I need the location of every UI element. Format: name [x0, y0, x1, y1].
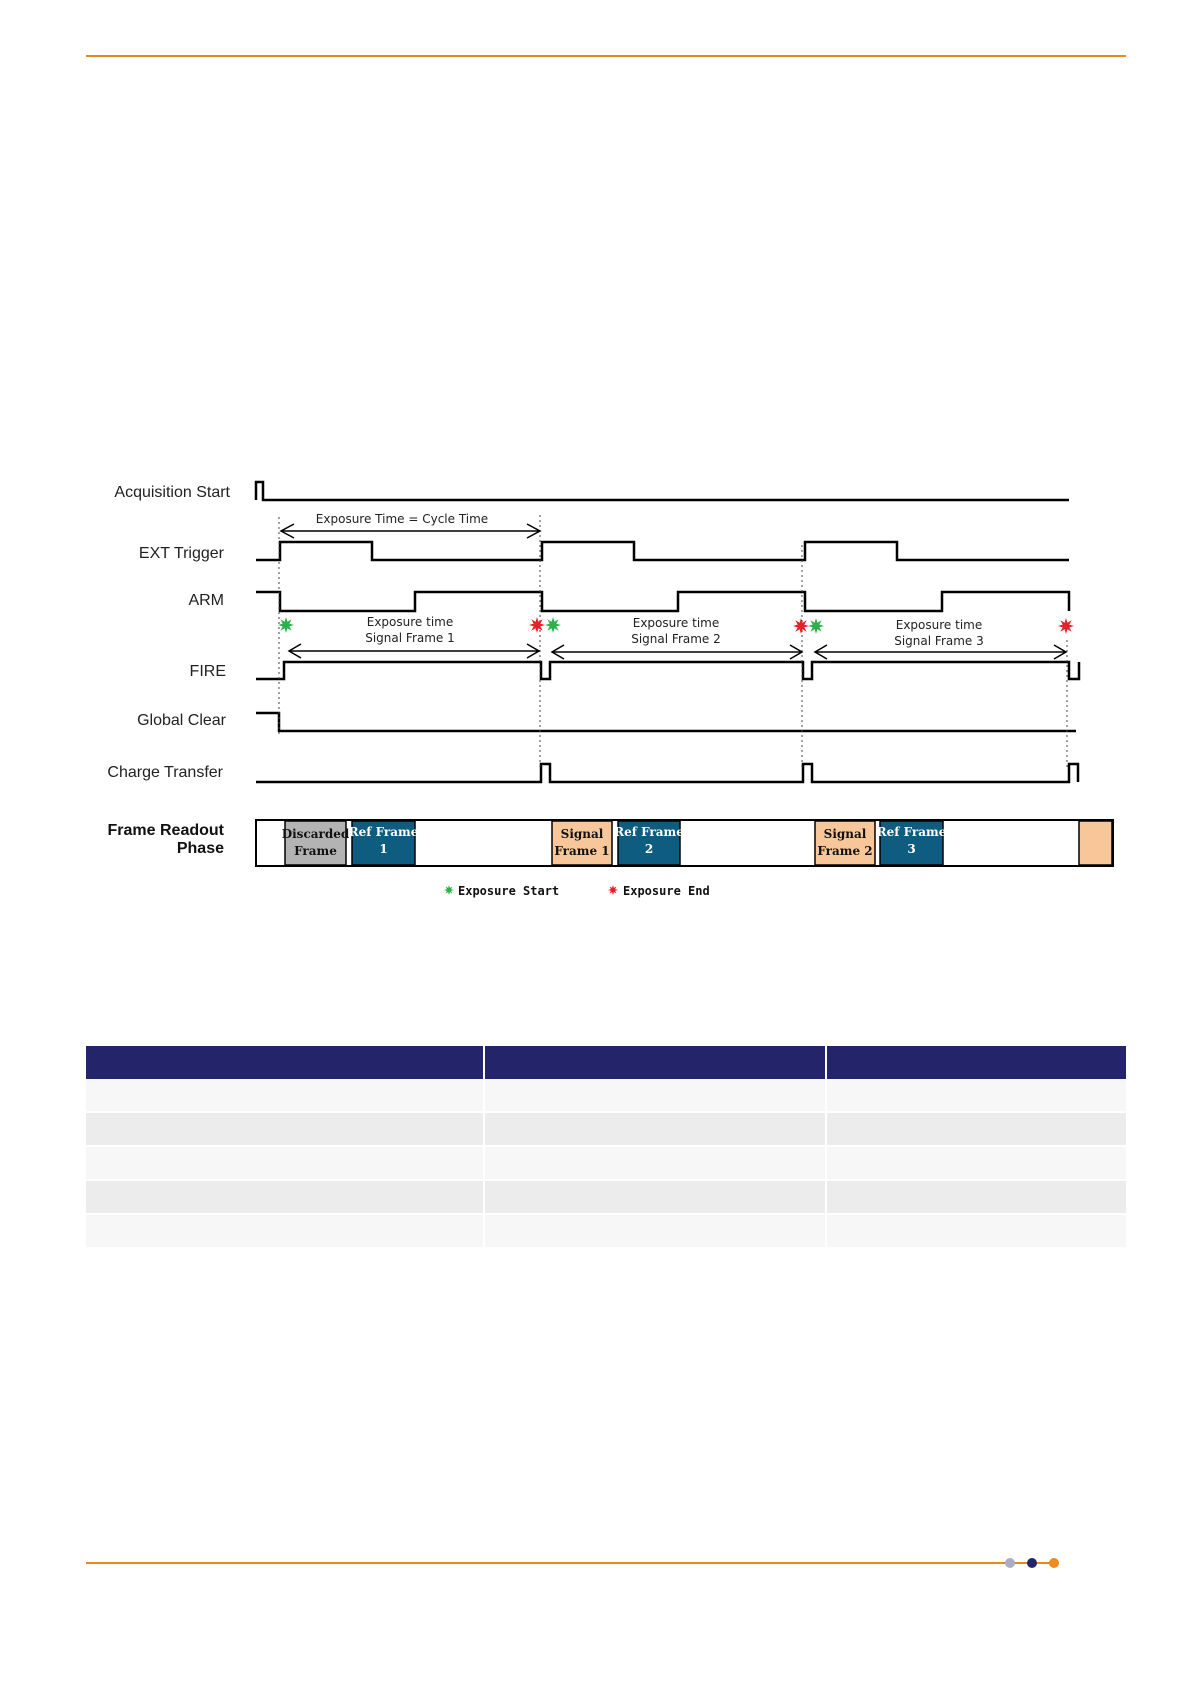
- arrow-head-icon: [813, 644, 828, 660]
- label-phase: Phase: [177, 840, 224, 857]
- label-frame-readout: Frame Readout: [108, 822, 225, 839]
- table-cell: [484, 1112, 827, 1147]
- label-acquisition-start: Acquisition Start: [114, 484, 230, 501]
- arrow-head-icon: [789, 644, 804, 660]
- readout-box-label: Signal: [824, 827, 867, 841]
- header-rule: [86, 55, 1126, 57]
- readout-box-label: Frame 2: [817, 844, 872, 858]
- readout-box-ref: [617, 820, 681, 866]
- table-cell: [826, 1079, 1126, 1113]
- waveform-ext-trigger: [256, 540, 1069, 562]
- readout-box-label: Frame 1: [554, 844, 609, 858]
- table-header-cell: [484, 1046, 827, 1079]
- table-row: [86, 1180, 1126, 1215]
- arrow-head-icon: [526, 523, 542, 539]
- table-row: [86, 1079, 1126, 1113]
- arrow-head-icon: [550, 644, 565, 660]
- readout-box-label: 3: [907, 842, 915, 856]
- exposure-start-marker-icon: [278, 617, 294, 633]
- exposure-annotation-3-line2: Signal Frame 3: [894, 634, 984, 648]
- readout-box-label: 2: [645, 842, 653, 856]
- footer-rule: [86, 1562, 1016, 1564]
- exposure-annotation-3-line1: Exposure time: [896, 618, 982, 632]
- arrow-head-icon: [526, 643, 541, 659]
- table-cell: [86, 1146, 485, 1181]
- table-cell: [826, 1180, 1126, 1215]
- arrow-head-icon: [1053, 644, 1068, 660]
- readout-box-label: Ref Frame: [614, 825, 684, 839]
- table-cell: [484, 1214, 827, 1249]
- exposure-end-icon: [608, 885, 618, 895]
- table-cell: [826, 1146, 1126, 1181]
- readout-box-discarded: [284, 820, 347, 866]
- table-cell: [86, 1214, 485, 1249]
- table-cell: [484, 1079, 827, 1113]
- label-charge-transfer: Charge Transfer: [107, 764, 223, 781]
- exposure-end-marker-icon: [1058, 618, 1074, 634]
- exposure-annotation-1-line1: Exposure time: [367, 615, 453, 629]
- readout-box-ref: [351, 820, 416, 866]
- legend-exposure-start: Exposure Start: [458, 884, 559, 898]
- cycle-annotation: Exposure Time = Cycle Time: [316, 512, 488, 526]
- readout-box-label: Discarded: [282, 827, 350, 841]
- footer-dot-icon: [1005, 1558, 1015, 1568]
- table-row: [86, 1112, 1126, 1147]
- table-row: [86, 1214, 1126, 1249]
- readout-box-label: 1: [379, 842, 387, 856]
- exposure-annotation-2-line1: Exposure time: [633, 616, 719, 630]
- label-arm: ARM: [188, 592, 224, 609]
- table-cell: [826, 1214, 1126, 1249]
- arrow-head-icon: [287, 643, 302, 659]
- table-cell: [86, 1180, 485, 1215]
- label-global-clear: Global Clear: [137, 712, 227, 729]
- table-cell: [86, 1079, 485, 1113]
- waveform-acquisition-start: [254, 480, 1069, 502]
- footer-dots: [1005, 1557, 1065, 1569]
- waveform-fire: [256, 660, 1081, 681]
- timing-diagram: Acquisition Start EXT Trigger ARM FIRE G…: [107, 480, 1114, 898]
- exposure-start-marker-icon: [545, 617, 561, 633]
- table-cell: [484, 1146, 827, 1181]
- legend-exposure-end: Exposure End: [623, 884, 710, 898]
- exposure-start-marker-icon: [808, 618, 824, 634]
- waveform-global-clear: [256, 711, 1076, 733]
- exposure-annotation-1-line2: Signal Frame 1: [365, 631, 455, 645]
- readout-box-label: Frame: [294, 844, 337, 858]
- table-header-row: [86, 1046, 1126, 1079]
- readout-box-signal: [551, 820, 613, 866]
- readout-box-label: Signal: [561, 827, 604, 841]
- legend: Exposure Start Exposure End: [444, 884, 710, 898]
- exposure-start-icon: [444, 885, 454, 895]
- table-cell: [484, 1180, 827, 1215]
- arrow-head-icon: [279, 523, 295, 539]
- table-cell: [86, 1112, 485, 1147]
- data-table: [86, 1046, 1126, 1249]
- footer-dot-icon: [1049, 1558, 1059, 1568]
- table-header-cell: [86, 1046, 485, 1079]
- exposure-end-marker-icon: [793, 618, 809, 634]
- readout-box-signal-trailing: [1078, 820, 1113, 866]
- exposure-annotation-2-line2: Signal Frame 2: [631, 632, 721, 646]
- table-header-cell: [826, 1046, 1126, 1079]
- table-row: [86, 1146, 1126, 1181]
- readout-box-label: Ref Frame: [877, 825, 947, 839]
- label-fire: FIRE: [190, 663, 226, 680]
- exposure-end-marker-icon: [529, 617, 545, 633]
- footer-dot-icon: [1027, 1558, 1037, 1568]
- table-cell: [826, 1112, 1126, 1147]
- label-ext-trigger: EXT Trigger: [139, 545, 225, 562]
- waveform-arm: [256, 590, 1071, 613]
- waveform-charge-transfer: [256, 762, 1080, 784]
- readout-box-ref: [879, 820, 944, 866]
- readout-box-label: Ref Frame: [349, 825, 419, 839]
- readout-box-signal: [814, 820, 876, 866]
